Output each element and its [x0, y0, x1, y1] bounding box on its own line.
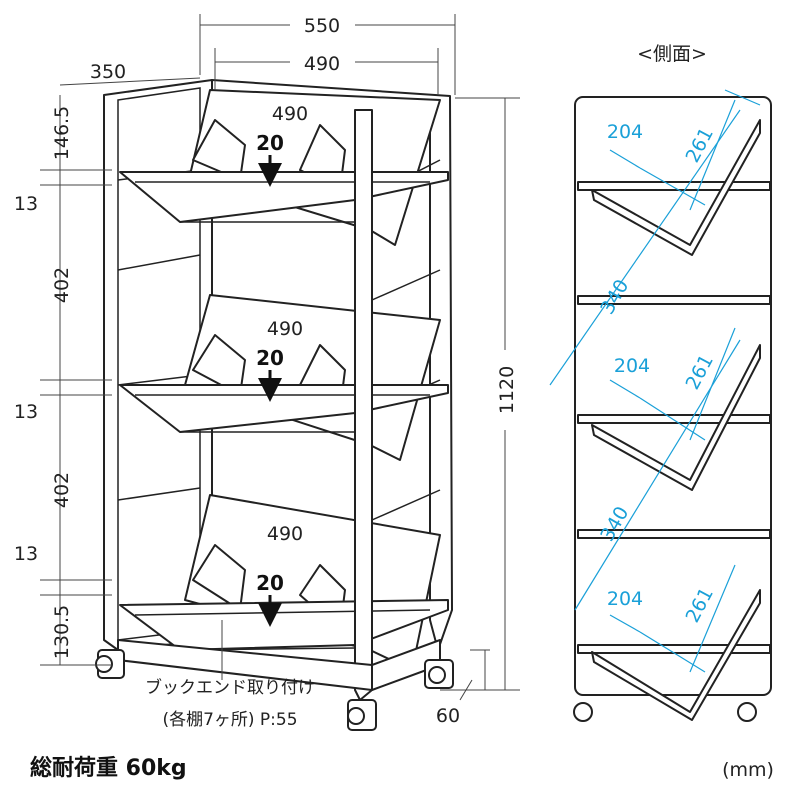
load-marker-3: 20: [256, 571, 284, 627]
shelf-width-1: 490: [272, 103, 308, 125]
unit-label: (mm): [722, 759, 774, 781]
side-shelf-1-depth: 204: [607, 121, 643, 143]
height-13-a: 13: [14, 193, 38, 215]
svg-text:ブックエンド取り付け: ブックエンド取り付け: [145, 677, 315, 698]
shelf-tier-2: [119, 294, 449, 461]
height-130-5: 130.5: [51, 605, 73, 659]
front-right-post: [354, 109, 373, 701]
depth-label: 350: [90, 61, 126, 83]
caster-back-right: [424, 659, 454, 689]
dim-top: 550 490 350: [59, 14, 456, 95]
front-view: 20 20 20 490 490 490 550 490 3: [14, 14, 520, 731]
side-shelf-2-depth: 204: [614, 355, 650, 377]
shelf-width-2: 490: [267, 318, 303, 340]
bookend-note: ブックエンド取り付け (各棚7ヶ所) P:55: [145, 620, 315, 730]
height-13-c: 13: [14, 543, 38, 565]
width-total-label: 550: [304, 15, 340, 37]
height-13-b: 13: [14, 401, 38, 423]
shelf-tier-1: [119, 89, 449, 246]
height-402-a: 402: [51, 267, 73, 303]
side-shelf-3-depth: 204: [607, 588, 643, 610]
width-inner-label: 490: [304, 53, 340, 75]
caster-front-right: [347, 699, 377, 731]
side-view: <側面> 204 261 204 261 204 261: [549, 43, 772, 722]
svg-text:20: 20: [256, 571, 284, 595]
shelf-width-3: 490: [267, 523, 303, 545]
load-marker-1: 20: [256, 131, 284, 187]
total-load-label: 総耐荷重 60kg: [30, 755, 187, 781]
caster-height-label: 60: [436, 705, 460, 727]
svg-text:(各棚7ヶ所) P:55: (各棚7ヶ所) P:55: [162, 710, 297, 730]
dim-left: 146.5 13 402 13 402 13 130.5: [14, 95, 112, 666]
load-marker-2: 20: [256, 346, 284, 402]
height-402-b: 402: [51, 472, 73, 508]
dim-right: 1120 60: [436, 97, 520, 727]
height-146-5: 146.5: [51, 106, 73, 160]
side-view-title: <側面>: [637, 43, 707, 65]
side-frame: [574, 96, 772, 696]
caster-front-left: [95, 649, 125, 679]
svg-text:20: 20: [256, 346, 284, 370]
total-height-label: 1120: [496, 366, 518, 414]
svg-text:20: 20: [256, 131, 284, 155]
